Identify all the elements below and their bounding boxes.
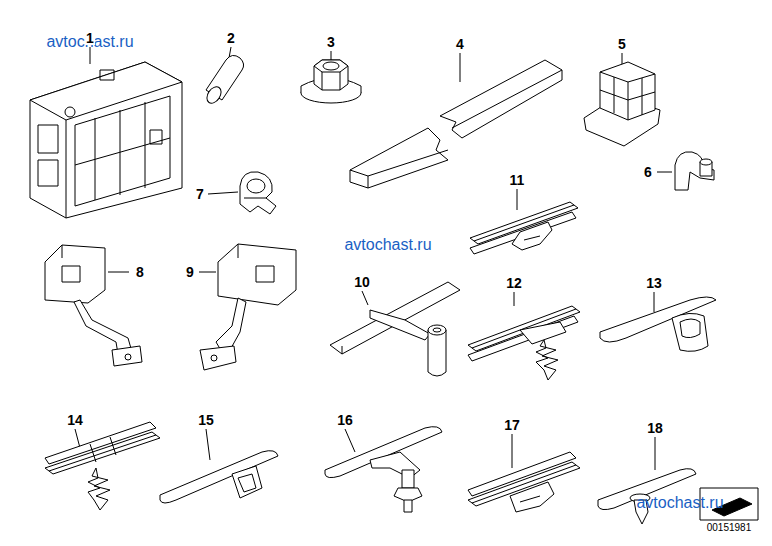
sleeve (204, 55, 244, 105)
callout-number: 5 (617, 37, 627, 51)
callout-number: 12 (505, 276, 523, 290)
watermark: avtochast.ru (636, 495, 723, 511)
callout-number: 1 (85, 31, 95, 45)
pipe-clamp (675, 152, 714, 190)
adhesive-strip (350, 60, 562, 188)
callout-number: 2 (226, 31, 236, 45)
callout-number: 15 (197, 413, 215, 427)
cable-holder (325, 427, 442, 512)
flange-nut (301, 60, 361, 103)
cable-holder (468, 306, 580, 380)
mounting-bracket (45, 245, 142, 366)
callout-number: 3 (326, 35, 336, 49)
callout-number: 10 (353, 275, 371, 289)
bracket-housing (30, 62, 182, 218)
cable-holder (330, 282, 460, 376)
watermark: avtochast.ru (344, 237, 431, 253)
callout-number: 14 (66, 413, 84, 427)
callout-number: 9 (185, 265, 195, 279)
cable-holder (45, 422, 160, 510)
callout-number: 17 (503, 418, 521, 432)
cable-holder (600, 297, 716, 351)
callout-number: 13 (645, 276, 663, 290)
diagram-code: 00151981 (707, 523, 752, 533)
callout-number: 11 (509, 173, 526, 187)
cable-clip (240, 172, 276, 214)
cable-holder (160, 451, 278, 503)
callout-number: 7 (195, 187, 205, 201)
callout-number: 8 (135, 265, 145, 279)
callout-number: 16 (336, 413, 354, 427)
callout-number: 18 (646, 421, 664, 435)
mounting-bracket (200, 244, 296, 370)
cable-holder (470, 202, 578, 254)
cable-holder (468, 452, 580, 512)
cable-clip (584, 62, 660, 146)
callout-number: 4 (455, 37, 465, 51)
callout-number: 6 (643, 165, 653, 179)
